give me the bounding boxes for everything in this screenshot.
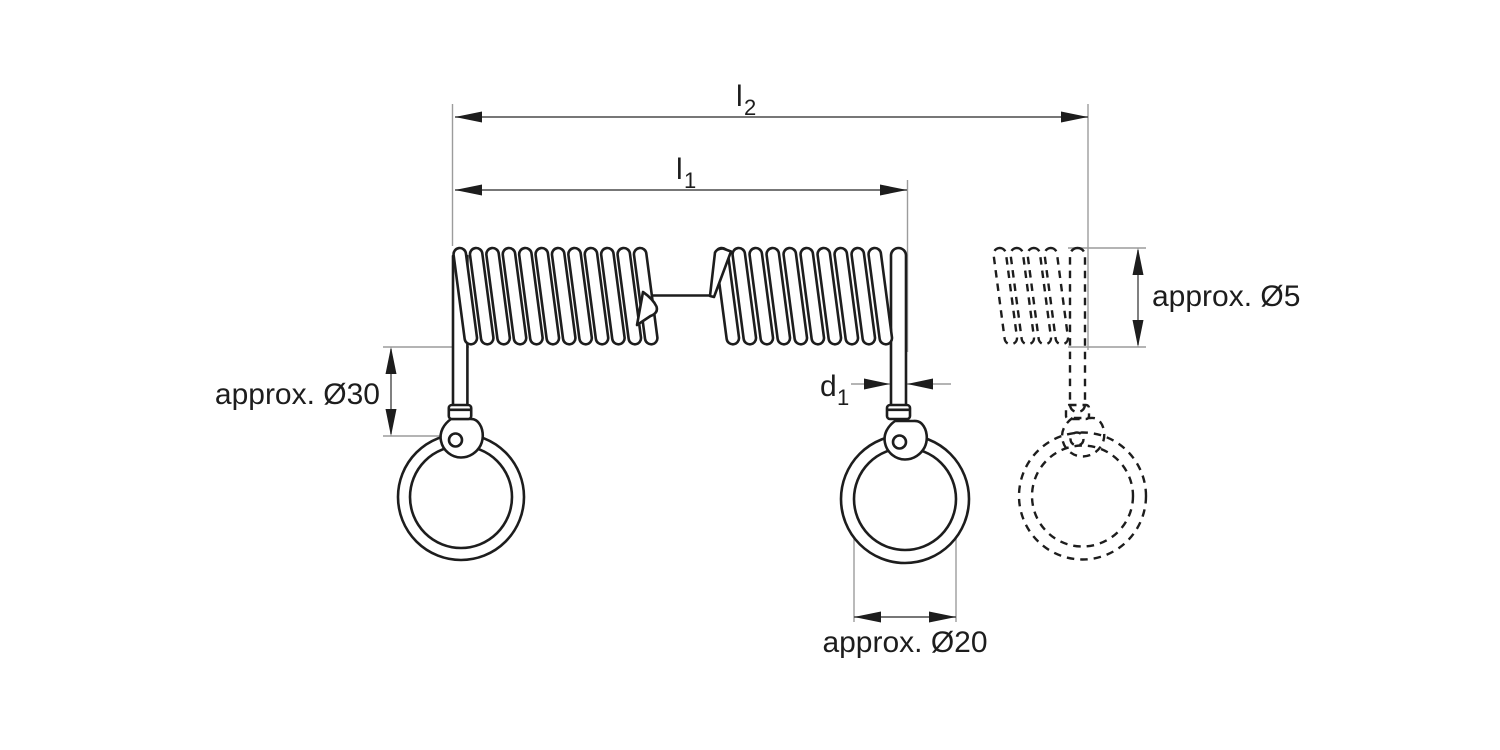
left-coil-exit-wedge [635, 290, 659, 327]
phantom-view [992, 246, 1148, 561]
right-coil [708, 246, 894, 346]
arrowhead-l2-left [455, 111, 482, 123]
arrowhead-l1-left [455, 184, 482, 196]
right-wire [889, 246, 908, 414]
dimension-dia5: approx. Ø5 [1132, 248, 1300, 347]
dimension-l1: l 1 [455, 153, 907, 196]
phantom-coil-loop [1026, 246, 1053, 346]
phantom-hook-eye [1069, 431, 1085, 447]
d1-label: d [820, 370, 837, 403]
coil-loop [833, 246, 860, 346]
coil-loop [452, 246, 479, 346]
coil-loop [517, 246, 544, 346]
arrowhead-dia30-down [385, 409, 397, 436]
arrowhead-dia20-left [854, 611, 881, 623]
dimension-dia20: approx. Ø20 [822, 611, 988, 659]
coil-loop [765, 246, 792, 346]
coil-loop [550, 246, 577, 346]
right-coil-entry-wedge [708, 247, 733, 299]
phantom-coil-loop [992, 246, 1019, 346]
l1-label: l [676, 153, 683, 186]
coil-loop [534, 246, 561, 346]
dimension-l2: l 2 [455, 80, 1088, 123]
coil-loop [782, 246, 809, 346]
phantom-ring-outer [1017, 431, 1148, 561]
coil-loop [799, 246, 826, 346]
coil-loop [616, 246, 643, 346]
arrowhead-l1-right [880, 184, 907, 196]
left-hook-eye [447, 432, 464, 448]
l2-label-subscript: 2 [744, 95, 756, 120]
phantom-hook [1060, 416, 1106, 458]
coil-loop [731, 246, 758, 346]
coil-loop [485, 246, 512, 346]
phantom-wire [1068, 246, 1087, 414]
coil-loop [867, 246, 894, 346]
dia5-label: approx. Ø5 [1152, 280, 1300, 313]
right-collar [885, 403, 912, 421]
coil-loop [748, 246, 775, 346]
l2-label: l [736, 80, 743, 113]
arrowhead-l2-right [1061, 111, 1088, 123]
coil-loop [850, 246, 877, 346]
left-hook [439, 417, 485, 459]
right-hook [883, 419, 929, 461]
dia20-label: approx. Ø20 [822, 626, 987, 659]
l1-label-subscript: 1 [684, 168, 696, 193]
right-hook-eye [891, 434, 908, 450]
left-collar [447, 403, 473, 421]
right-ring-inner [852, 446, 958, 552]
arrowhead-dia5-up [1132, 248, 1144, 275]
phantom-coil-loop [1043, 246, 1070, 346]
left-ring-inner [408, 444, 514, 550]
right-end-wire [885, 246, 912, 421]
arrowhead-dia30-up [385, 347, 397, 374]
phantom-coil-loop [1009, 246, 1036, 346]
phantom-ring-inner [1030, 444, 1135, 548]
coil-loop [816, 246, 843, 346]
coil-loop [501, 246, 528, 346]
dimension-dia30: approx. Ø30 [215, 347, 397, 436]
arrowhead-d1-left [864, 378, 890, 390]
coil-loop [599, 246, 626, 346]
coil-loop [583, 246, 610, 346]
coil-loop [567, 246, 594, 346]
coil-loop [468, 246, 495, 346]
dia30-label: approx. Ø30 [215, 378, 380, 411]
left-coil [452, 246, 659, 346]
arrowhead-d1-right [907, 378, 933, 390]
d1-label-subscript: 1 [837, 385, 849, 410]
dimension-d1: d 1 [820, 370, 933, 410]
arrowhead-dia5-down [1132, 320, 1144, 347]
arrowhead-dia20-right [929, 611, 956, 623]
right-ring [839, 433, 971, 565]
